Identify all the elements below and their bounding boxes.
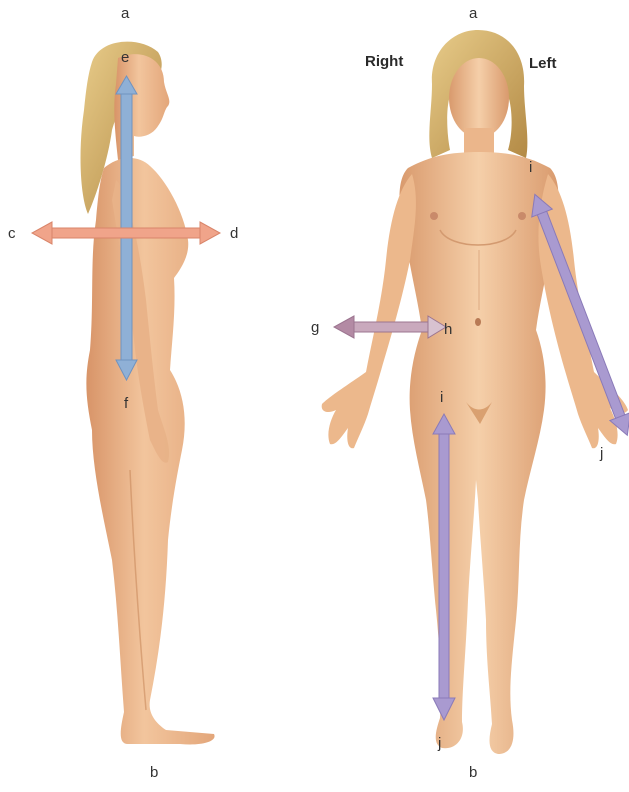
anterior-view-body: [322, 30, 628, 754]
label-anterior-b: b: [469, 765, 477, 780]
label-lateral-c: c: [8, 226, 16, 241]
label-g: g: [311, 320, 319, 335]
label-lateral-f: f: [124, 396, 128, 411]
label-lateral-a: a: [121, 6, 129, 21]
label-lateral-d: d: [230, 226, 238, 241]
label-lateral-b: b: [150, 765, 158, 780]
anterior-face: [449, 58, 509, 138]
label-lateral-e: e: [121, 50, 129, 65]
label-arm-j: j: [600, 446, 603, 461]
lateral-view-body: [81, 42, 215, 745]
label-right-side: Right: [365, 54, 403, 69]
anterior-right-arm: [322, 174, 416, 448]
lateral-torso: [86, 158, 214, 745]
anterior-torso: [400, 152, 559, 754]
label-left-side: Left: [529, 56, 557, 71]
label-h: h: [444, 322, 452, 337]
label-arm-i: i: [529, 160, 532, 175]
label-leg-i: i: [440, 390, 443, 405]
label-leg-j: j: [438, 736, 441, 751]
label-anterior-a: a: [469, 6, 477, 21]
